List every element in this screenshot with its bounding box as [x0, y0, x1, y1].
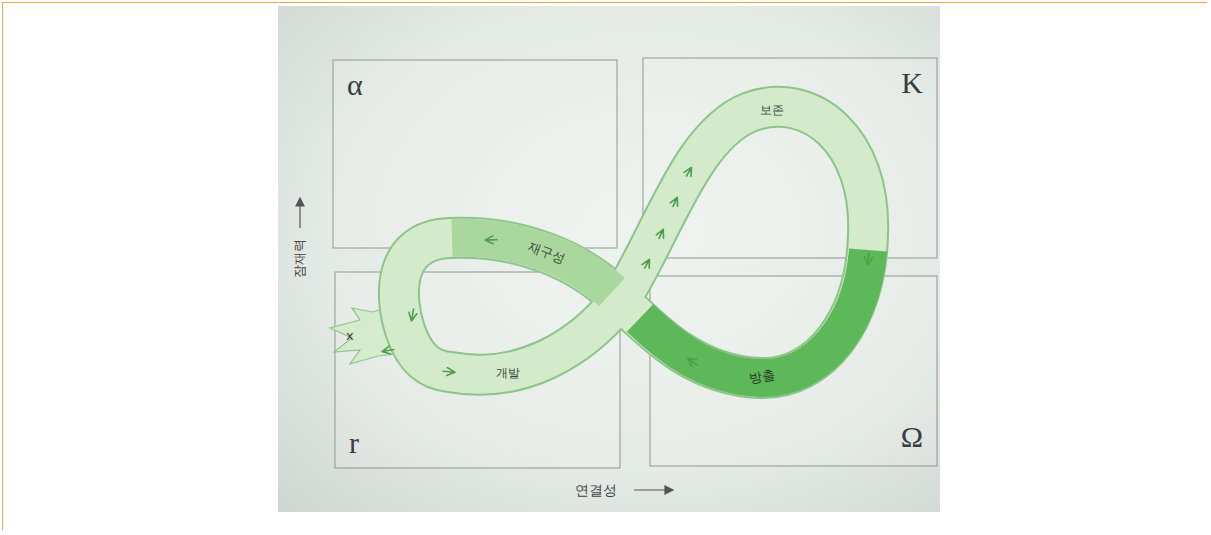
- phase-letter: r: [349, 428, 359, 458]
- panel-outlines: [333, 58, 937, 468]
- phase-letter: Ω: [901, 422, 923, 452]
- phase-name: 보존: [760, 104, 784, 117]
- axis-arrows: [296, 198, 673, 494]
- phase-panel: K: [643, 58, 937, 258]
- axis-label: 연결성: [575, 483, 617, 498]
- ribbon-body: [399, 107, 868, 378]
- ribbon-edge: [399, 107, 868, 378]
- phase-panel: α: [333, 60, 617, 248]
- ribbon-reorganisation: [452, 238, 612, 292]
- flow-arrows: [381, 165, 872, 376]
- phase-name: 재구성: [525, 239, 567, 266]
- ribbon-release: [640, 250, 868, 378]
- phase-panel: Ω: [650, 276, 937, 466]
- exit-mark: x: [346, 329, 354, 343]
- phase-letter: K: [901, 68, 923, 98]
- phase-name: 방출: [748, 368, 776, 387]
- phase-name: 개발: [496, 367, 520, 380]
- phase-panel: r: [335, 272, 620, 468]
- phase-letter: α: [347, 70, 363, 100]
- axis-label: 잠재력: [293, 239, 307, 278]
